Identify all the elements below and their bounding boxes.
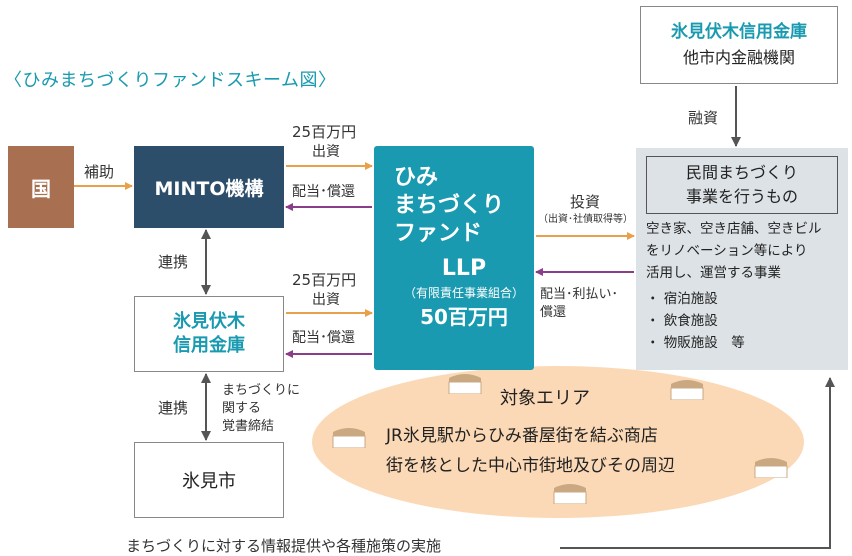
building-icon <box>332 428 366 448</box>
node-fund: ひみ まちづくり ファンド LLP （有限責任事業組合） 50百万円 <box>374 146 534 370</box>
bank-left-line1: 氷見伏木 <box>173 311 245 332</box>
target-area-line1: JR氷見駅からひみ番屋街を結ぶ商店 <box>386 426 658 446</box>
bank-top-sub: 他市内金融機関 <box>682 48 795 67</box>
fund-name-line2: まちづくり <box>394 193 505 218</box>
private-desc: 空き家、空き店舗、空きビル をリノベーション等により 活用し、運営する事業 ・ … <box>646 218 822 354</box>
private-item-3: ・ 物販施設 等 <box>646 335 745 351</box>
fund-sub: （有限責任事業組合） <box>403 286 524 300</box>
fund-amount: 50百万円 <box>420 305 508 329</box>
bottom-note: まちづくりに対する情報提供や各種施策の実施 <box>126 537 442 555</box>
building-icon <box>754 458 788 478</box>
node-kuni: 国 <box>8 146 74 228</box>
private-title-box: 民間まちづくり 事業を行うもの <box>646 156 838 214</box>
building-icon <box>670 380 704 400</box>
target-area-title: 対象エリア <box>500 388 590 409</box>
label-agreement-3: 覚書締結 <box>222 419 275 434</box>
node-bank-left: 氷見伏木 信用金庫 <box>134 296 284 372</box>
label-renkei-2: 連携 <box>158 399 189 417</box>
private-desc-line3: 活用し、運営する事業 <box>646 265 781 281</box>
label-renkei-1: 連携 <box>158 253 189 271</box>
label-invest-top-amount: 25百万円 <box>292 123 357 141</box>
bank-left-line2: 信用金庫 <box>173 335 245 356</box>
private-desc-line2: をリノベーション等により <box>646 243 808 259</box>
fund-name-line3: ファンド <box>394 221 483 246</box>
label-return-2: 償還 <box>540 305 567 320</box>
label-toshi-sub: （出資･社債取得等） <box>538 214 633 225</box>
fund-name-line1: ひみ <box>394 165 439 190</box>
private-item-2: ・ 飲食施設 <box>646 313 718 329</box>
node-minto-label: MINTO機構 <box>154 177 264 200</box>
label-invest-top-shusshi: 出資 <box>312 144 340 160</box>
node-private: 民間まちづくり 事業を行うもの 空き家、空き店舗、空きビル をリノベーション等に… <box>636 148 848 370</box>
label-toshi: 投資 <box>570 193 601 211</box>
node-bank-top: 氷見伏木信用金庫 他市内金融機関 <box>640 6 838 84</box>
diagram-title: 〈ひみまちづくりファンドスキーム図〉 <box>4 70 337 91</box>
private-title-line1: 民間まちづくり <box>685 163 798 182</box>
node-minto: MINTO機構 <box>134 146 284 228</box>
label-yushi: 融資 <box>688 109 719 127</box>
label-hojo: 補助 <box>84 163 115 181</box>
node-city: 氷見市 <box>134 442 284 518</box>
city-label: 氷見市 <box>182 471 236 492</box>
label-agreement-1: まちづくりに <box>222 383 301 398</box>
label-return-1: 配当･利払い･ <box>540 287 619 302</box>
label-invest-bottom-shusshi: 出資 <box>312 292 340 308</box>
node-kuni-label: 国 <box>31 176 51 201</box>
label-dividend-top: 配当･償還 <box>292 184 355 200</box>
building-icon <box>553 484 587 504</box>
private-item-1: ・ 宿泊施設 <box>646 291 718 307</box>
building-icon <box>448 374 482 394</box>
label-dividend-bottom: 配当･償還 <box>292 330 355 346</box>
private-title-line2: 事業を行うもの <box>685 187 798 206</box>
target-area-line2: 街を核とした中心市街地及びその周辺 <box>386 456 675 476</box>
fund-llp: LLP <box>441 256 487 281</box>
bank-top-name: 氷見伏木信用金庫 <box>671 22 807 42</box>
label-agreement-2: 関する <box>222 401 262 416</box>
label-invest-bottom-amount: 25百万円 <box>292 271 357 289</box>
private-desc-line1: 空き家、空き店舗、空きビル <box>646 221 822 237</box>
